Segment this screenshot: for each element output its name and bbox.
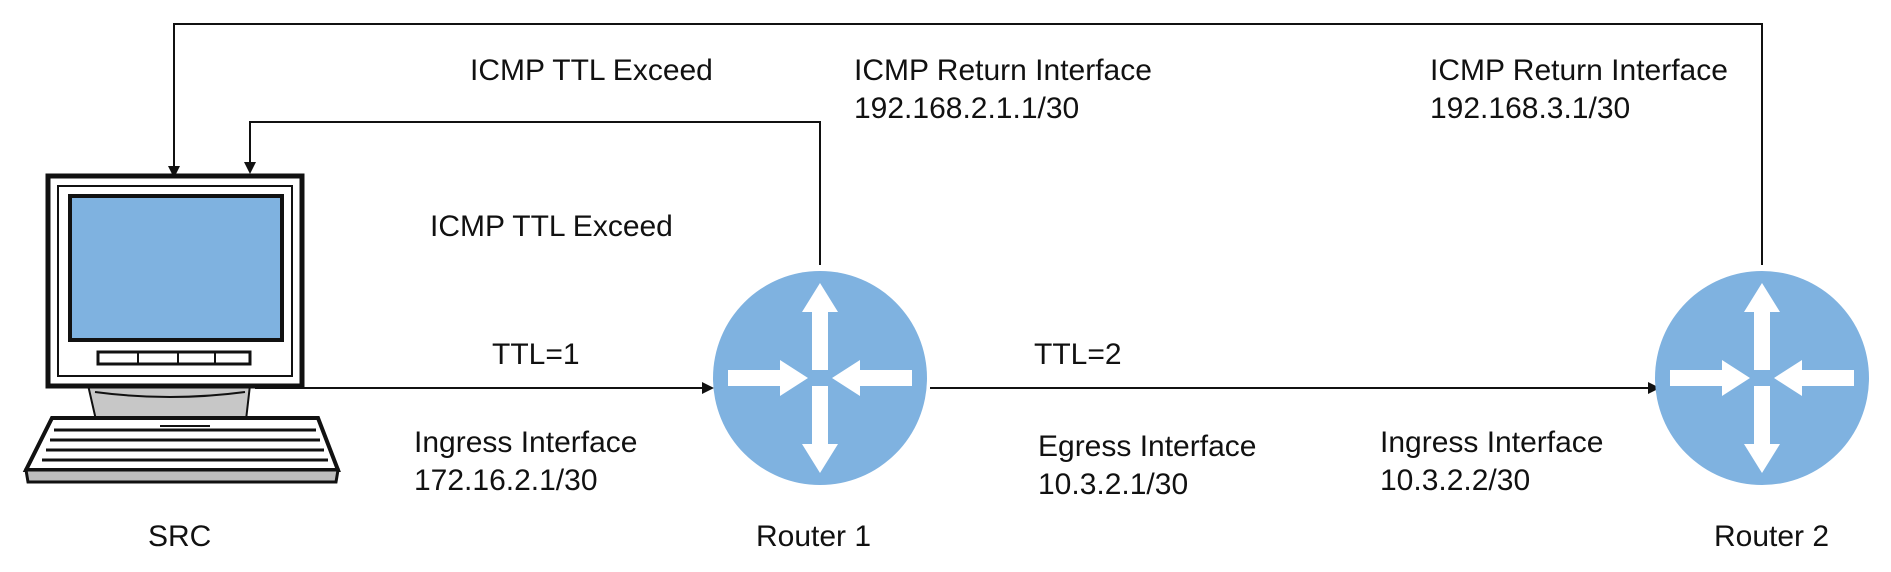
router1-egress-interface: Egress Interface 10.3.2.1/30 (1038, 428, 1256, 504)
router2-ingress-interface-title: Ingress Interface (1380, 426, 1604, 459)
router1-egress-interface-address: 10.3.2.1/30 (1038, 468, 1189, 501)
router2-label: Router 2 (1714, 520, 1830, 553)
router2-return-interface-address: 192.168.3.1/30 (1430, 92, 1631, 125)
ttl2-label: TTL=2 (1034, 338, 1122, 371)
router1-ingress-interface: Ingress Interface 172.16.2.1/30 (414, 424, 637, 500)
router1-label: Router 1 (756, 520, 872, 553)
router1-return-interface: ICMP Return Interface 192.168.2.1.1/30 (854, 52, 1152, 128)
ttl1-label: TTL=1 (492, 338, 580, 371)
src-label: SRC (148, 520, 212, 553)
icmp-ttl-exceed-label-lower: ICMP TTL Exceed (430, 210, 673, 243)
router1-return-interface-address: 192.168.2.1.1/30 (854, 92, 1080, 125)
icmp-return-path-router2 (168, 23, 1763, 265)
desktop-computer-icon (22, 173, 341, 484)
router1-ingress-interface-address: 172.16.2.1/30 (414, 464, 598, 497)
router2-ingress-interface-address: 10.3.2.2/30 (1380, 464, 1531, 497)
router2-return-interface-title: ICMP Return Interface (1430, 54, 1728, 87)
router-icon (713, 271, 927, 485)
router1-ingress-interface-title: Ingress Interface (414, 426, 638, 459)
icmp-return-path-router1 (244, 121, 821, 265)
router1-return-interface-title: ICMP Return Interface (854, 54, 1152, 87)
router2-ingress-interface: Ingress Interface 10.3.2.2/30 (1380, 424, 1603, 500)
router-icon (1655, 271, 1869, 485)
router2-return-interface: ICMP Return Interface 192.168.3.1/30 (1430, 52, 1728, 128)
router1-egress-interface-title: Egress Interface (1038, 430, 1257, 463)
icmp-ttl-exceed-label-upper: ICMP TTL Exceed (470, 54, 713, 87)
